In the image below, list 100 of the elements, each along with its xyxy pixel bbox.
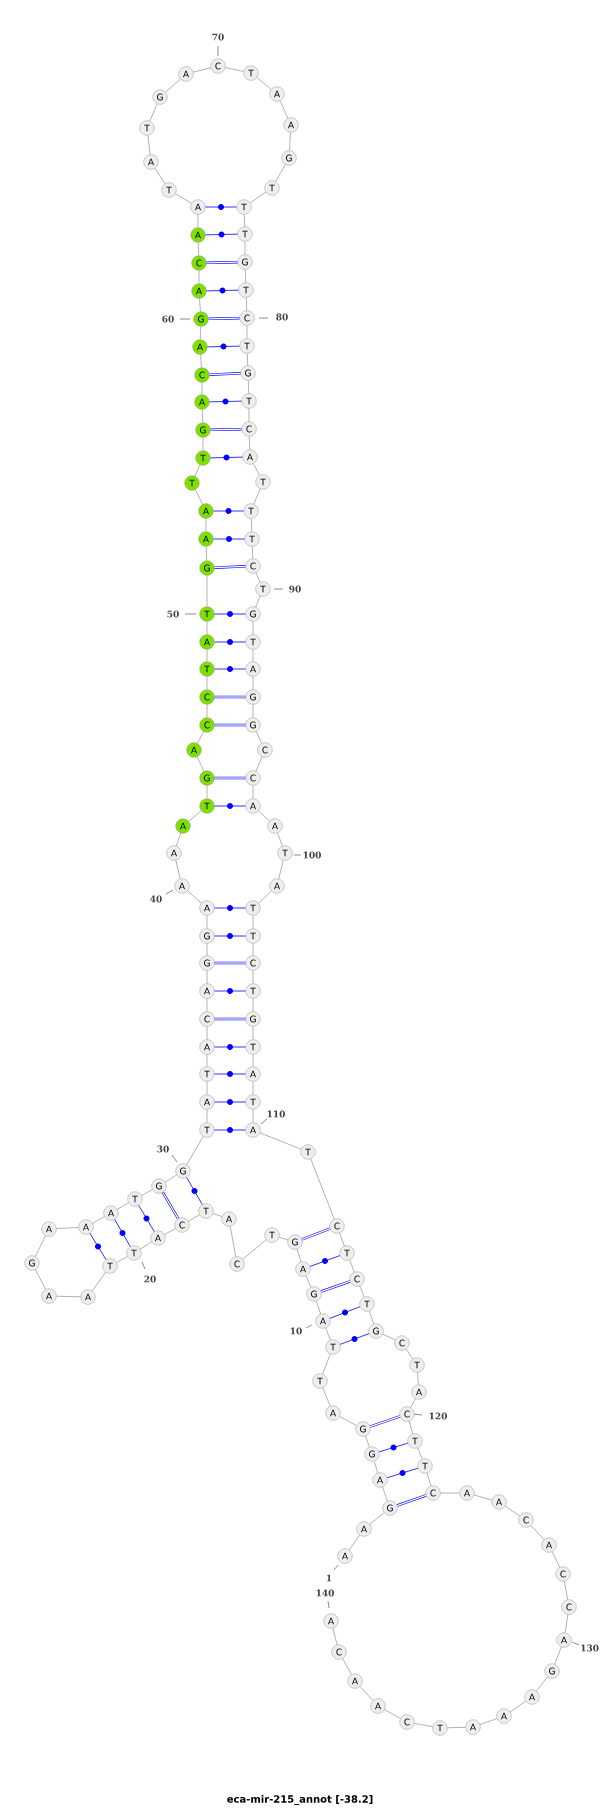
backbone-line bbox=[230, 1226, 236, 1257]
backbone-line bbox=[310, 1158, 335, 1220]
backbone-line bbox=[147, 135, 151, 155]
base-pair-bond bbox=[214, 1071, 246, 1077]
base-pair-bond bbox=[213, 695, 247, 699]
caption: eca-mir-215_annot [-38.2] bbox=[227, 1795, 373, 1805]
position-number: 140 bbox=[316, 1589, 334, 1609]
base-pair-bond bbox=[369, 1415, 401, 1428]
backbone-line bbox=[258, 810, 270, 822]
backbone-line bbox=[154, 168, 166, 184]
backbone-line bbox=[252, 915, 254, 929]
backbone-line bbox=[384, 1709, 401, 1719]
backbone-line bbox=[369, 1512, 385, 1525]
backbone-line bbox=[473, 1494, 493, 1501]
position-number: 40 bbox=[150, 889, 174, 903]
base-pair-bond bbox=[205, 231, 238, 238]
base-pair-bond bbox=[214, 988, 246, 994]
backbone-line bbox=[252, 621, 254, 635]
backbone-line bbox=[252, 970, 254, 984]
base-pair-bond bbox=[396, 1494, 427, 1507]
position-number: 80 bbox=[258, 313, 288, 321]
base-pair-bond bbox=[213, 1017, 247, 1021]
backbone-line bbox=[187, 890, 202, 904]
backbone-line bbox=[165, 1174, 177, 1183]
base-pair-bond bbox=[209, 427, 243, 432]
base-pair-bond bbox=[214, 1127, 246, 1133]
base-pair-bond bbox=[214, 933, 246, 939]
backbone-line bbox=[440, 1492, 460, 1494]
backbone-line bbox=[289, 132, 291, 151]
backbone-line bbox=[373, 1460, 379, 1474]
backbone-line bbox=[92, 1271, 106, 1292]
backbone-line bbox=[206, 621, 208, 635]
backbone-line bbox=[414, 1723, 433, 1727]
backbone-line bbox=[35, 1269, 46, 1290]
backbone-line bbox=[205, 518, 207, 532]
backbone-line bbox=[408, 1420, 414, 1435]
backbone-line bbox=[417, 1447, 423, 1460]
backbone-line bbox=[564, 1614, 569, 1633]
base-pair-bond bbox=[214, 803, 246, 809]
position-number: 100 bbox=[293, 851, 321, 859]
backbone-line bbox=[206, 998, 208, 1012]
backbone-line bbox=[244, 269, 247, 283]
position-number: 70 bbox=[212, 33, 224, 57]
backbone-line bbox=[252, 1109, 254, 1123]
backbone-line bbox=[92, 1216, 105, 1224]
base-pair-bond bbox=[209, 398, 242, 405]
backbone-line bbox=[551, 1551, 561, 1568]
base-pair-bond bbox=[213, 508, 244, 514]
backbone-line bbox=[141, 1189, 153, 1196]
backbone-line bbox=[248, 436, 251, 450]
backbone-line bbox=[206, 915, 208, 929]
backbone-line bbox=[149, 103, 158, 122]
position-number: 20 bbox=[141, 1261, 156, 1283]
base-pair-bond bbox=[89, 1233, 107, 1261]
backbone-line bbox=[359, 1285, 365, 1298]
backbone-line bbox=[247, 380, 250, 394]
base-pair-bond bbox=[205, 260, 239, 265]
backbone-line bbox=[165, 78, 181, 93]
position-number: 120 bbox=[413, 1412, 447, 1420]
backbone-line bbox=[206, 1081, 208, 1095]
backbone-line bbox=[206, 1026, 208, 1040]
backbone-line bbox=[259, 1132, 302, 1150]
backbone-line bbox=[199, 326, 202, 340]
backbone-line bbox=[369, 1310, 374, 1325]
backbone-line bbox=[447, 1726, 466, 1729]
backbone-line bbox=[479, 1718, 498, 1725]
backbone-line bbox=[188, 810, 202, 822]
backbone-line bbox=[277, 832, 283, 847]
base-pair-bond bbox=[210, 454, 243, 461]
backbone-line bbox=[417, 1372, 419, 1385]
position-number: 110 bbox=[260, 1110, 285, 1125]
base-pair-bond bbox=[214, 905, 246, 911]
position-number: 90 bbox=[273, 585, 301, 593]
backbone-line bbox=[245, 297, 248, 311]
backbone-line bbox=[206, 575, 208, 607]
backbone-line bbox=[530, 1525, 545, 1540]
base-pair-bond bbox=[208, 372, 242, 376]
backbone-line bbox=[253, 488, 261, 505]
backbone-line bbox=[199, 298, 201, 312]
backbone-line bbox=[339, 1232, 345, 1247]
backbone-line bbox=[349, 1259, 355, 1273]
base-pair-bond bbox=[214, 611, 246, 617]
base-pair-bond bbox=[205, 204, 237, 210]
backbone-line bbox=[252, 676, 254, 690]
backbone-line bbox=[252, 998, 254, 1012]
backbone-line bbox=[509, 1700, 527, 1713]
position-number: 60 bbox=[162, 315, 191, 323]
backbone-line bbox=[253, 463, 260, 476]
backbone-line bbox=[186, 1136, 204, 1165]
backbone-line bbox=[198, 270, 200, 284]
base-pair-bond bbox=[213, 565, 247, 569]
base-pair-bond bbox=[378, 1442, 409, 1453]
base-pair-bond bbox=[214, 666, 246, 672]
backbone-line bbox=[275, 164, 286, 182]
backbone-line bbox=[244, 241, 246, 255]
backbone-line bbox=[206, 676, 208, 690]
backbone-line bbox=[349, 1534, 360, 1551]
backbone-line bbox=[205, 546, 208, 561]
backbone-line bbox=[117, 1202, 129, 1210]
backbone-line bbox=[195, 489, 203, 505]
